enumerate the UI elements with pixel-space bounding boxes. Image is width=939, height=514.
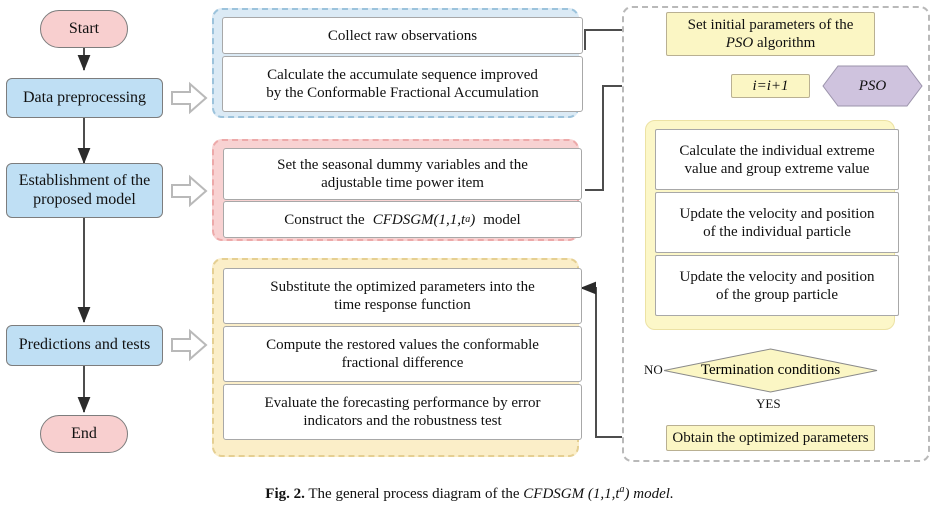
step-set-seasonal-dummy[interactable]: Set the seasonal dummy variables and the…: [223, 148, 582, 200]
hex-badge-pso-label: PSO: [858, 77, 887, 94]
hex-badge-pso: PSO: [822, 65, 923, 107]
node-start[interactable]: Start: [40, 10, 128, 48]
node-predictions-label: Predictions and tests: [18, 336, 151, 354]
block-arrow-preprocessing: [171, 81, 208, 115]
step-set-seasonal-dummy-line1: Set the seasonal dummy variables and the: [277, 157, 528, 173]
node-set-initial-line2: PSO algorithm: [726, 34, 816, 52]
node-data-preprocessing[interactable]: Data preprocessing: [6, 78, 163, 118]
step-substitute-line2: time response function: [334, 297, 471, 313]
node-termination-label-wrap: Termination conditions: [663, 348, 878, 393]
node-update-group-line1: Update the velocity and position: [679, 268, 875, 285]
figure-caption-prefix: Fig. 2.: [265, 486, 305, 502]
group-data-preprocessing: Collect raw observations Calculate the a…: [212, 8, 583, 118]
node-counter-increment-label: i=i+1: [752, 78, 789, 94]
node-update-group-particle[interactable]: Update the velocity and position of the …: [655, 255, 899, 316]
step-evaluate-line2: indicators and the robustness test: [303, 413, 502, 429]
node-obtain-optimized-label: Obtain the optimized parameters: [672, 430, 869, 446]
step-construct-model-suffix: ): [470, 211, 476, 228]
group-pso-iteration-steps: Calculate the individual extreme value a…: [645, 120, 899, 330]
node-set-initial-pso: PSO: [725, 35, 754, 51]
step-compute-line1: Compute the restored values the conforma…: [266, 337, 539, 353]
step-construct-prefix: Construct the: [284, 211, 365, 228]
node-set-initial-parameters[interactable]: Set initial parameters of the PSO algori…: [666, 12, 875, 56]
figure-caption-text: The general process diagram of the: [308, 486, 520, 502]
node-establishment-label-line1: Establishment of the: [18, 172, 151, 190]
node-predictions[interactable]: Predictions and tests: [6, 325, 163, 366]
step-construct-model-sup: a: [465, 213, 471, 225]
step-compute-restored-values[interactable]: Compute the restored values the conforma…: [223, 326, 582, 382]
node-obtain-optimized-parameters[interactable]: Obtain the optimized parameters: [666, 425, 875, 451]
group-proposed-model: Set the seasonal dummy variables and the…: [212, 139, 582, 241]
node-termination-conditions[interactable]: Termination conditions: [663, 348, 878, 393]
node-calculate-extreme-line2: value and group extreme value: [684, 160, 870, 177]
step-calculate-accumulate-line2: by the Conformable Fractional Accumulati…: [266, 85, 539, 101]
step-collect-raw-observations-label: Collect raw observations: [327, 27, 478, 44]
node-calculate-extreme-values[interactable]: Calculate the individual extreme value a…: [655, 129, 899, 190]
block-arrow-establishment: [171, 174, 208, 208]
node-update-individual-line2: of the individual particle: [703, 223, 851, 240]
edge-label-no: NO: [643, 362, 664, 378]
node-update-individual-particle[interactable]: Update the velocity and position of the …: [655, 192, 899, 253]
step-construct-model-name: CFDSGM(1,1,t: [372, 211, 466, 228]
hex-badge-pso-label-wrap: PSO: [822, 65, 923, 107]
step-compute-line2: fractional difference: [341, 355, 464, 371]
node-establishment-label-line2: proposed model: [33, 190, 136, 208]
figure-caption-sup: a: [619, 484, 625, 495]
node-establishment[interactable]: Establishment of the proposed model: [6, 163, 163, 218]
node-update-group-line2: of the group particle: [715, 286, 839, 303]
node-start-label: Start: [68, 20, 100, 37]
step-substitute-line1: Substitute the optimized parameters into…: [270, 279, 535, 295]
step-substitute-optimized-parameters[interactable]: Substitute the optimized parameters into…: [223, 268, 582, 324]
figure-caption-suffix: ) model.: [624, 486, 674, 502]
step-evaluate-forecasting-performance[interactable]: Evaluate the forecasting performance by …: [223, 384, 582, 440]
group-predictions-tests: Substitute the optimized parameters into…: [212, 258, 582, 457]
step-calculate-accumulate-sequence[interactable]: Calculate the accumulate sequence improv…: [222, 56, 583, 112]
node-end-label: End: [71, 425, 97, 442]
node-update-individual-line1: Update the velocity and position: [679, 205, 875, 222]
step-construct-tail: model: [483, 211, 521, 228]
node-set-initial-line1: Set initial parameters of the: [687, 17, 854, 33]
figure-caption-model: CFDSGM (1,1,t: [523, 486, 620, 502]
node-termination-label: Termination conditions: [700, 362, 841, 378]
block-arrow-predictions: [171, 328, 208, 362]
node-set-initial-rest: algorithm: [756, 35, 816, 51]
node-end[interactable]: End: [40, 415, 128, 453]
step-calculate-accumulate-line1: Calculate the accumulate sequence improv…: [267, 67, 538, 83]
step-evaluate-line1: Evaluate the forecasting performance by …: [264, 395, 541, 411]
figure-caption: Fig. 2. The general process diagram of t…: [0, 484, 939, 503]
node-counter-increment[interactable]: i=i+1: [731, 74, 810, 98]
edge-label-yes: YES: [755, 396, 782, 412]
node-data-preprocessing-label: Data preprocessing: [22, 88, 147, 106]
step-set-seasonal-dummy-line2: adjustable time power item: [321, 175, 484, 191]
node-calculate-extreme-line1: Calculate the individual extreme: [679, 142, 875, 159]
step-collect-raw-observations[interactable]: Collect raw observations: [222, 17, 583, 54]
